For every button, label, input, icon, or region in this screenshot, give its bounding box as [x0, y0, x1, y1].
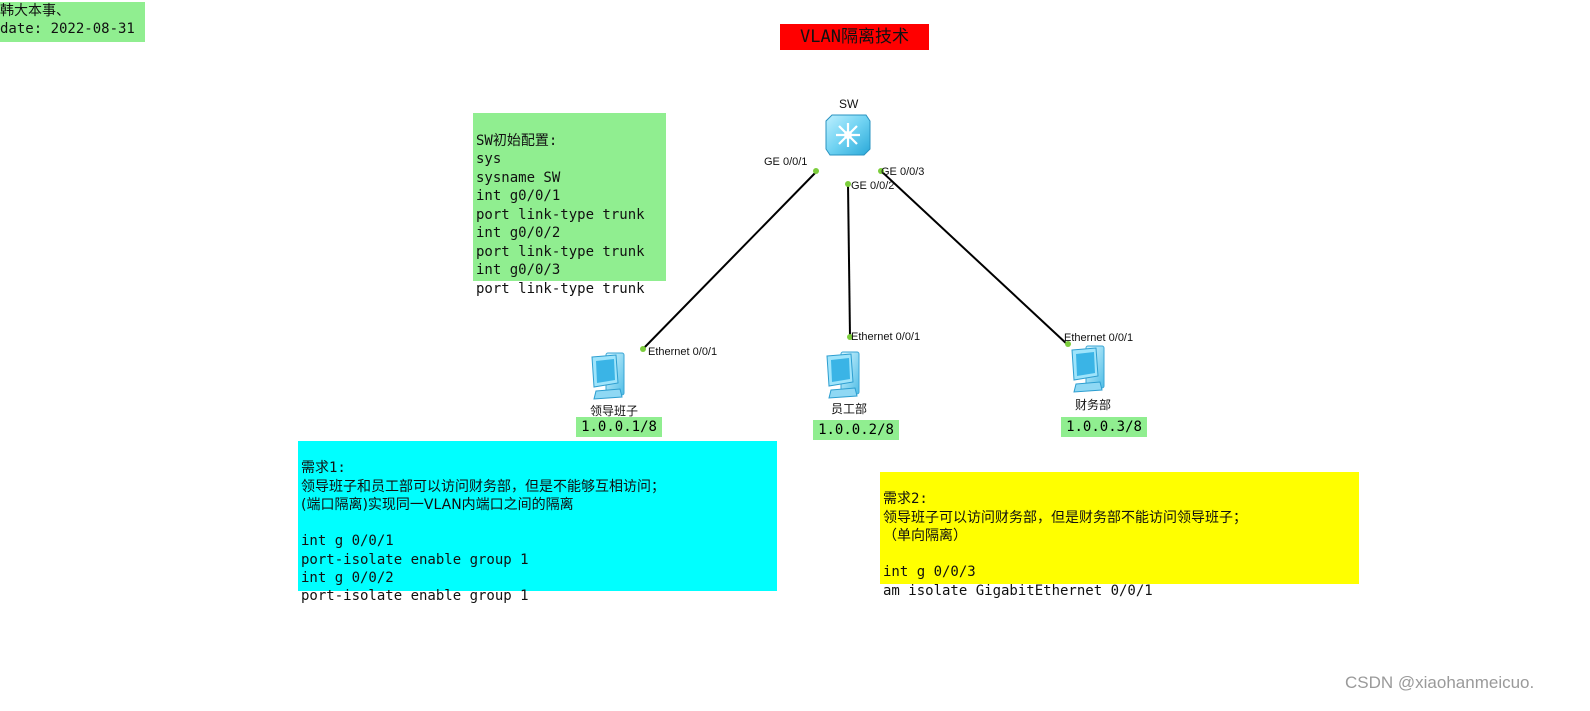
port-dot: [845, 181, 851, 187]
req2-line: int g 0/0/3: [883, 564, 976, 581]
pc-staff-port: Ethernet 0/0/1: [851, 331, 921, 343]
req1-line: int g 0/0/1: [301, 533, 394, 550]
port-label-ge1: GE 0/0/1: [764, 156, 808, 168]
pc-finance-port: Ethernet 0/0/1: [1064, 332, 1134, 344]
config-line: port link-type trunk: [476, 243, 645, 260]
port-dot: [640, 346, 646, 352]
diagram-title: VLAN隔离技术: [780, 24, 929, 50]
switch-name: SW: [839, 97, 859, 111]
requirement-1-note: 需求1:领导班子和员工部可以访问财务部，但是不能够互相访问；(端口隔离)实现同一…: [298, 441, 777, 604]
config-line: int g0/0/1: [476, 188, 561, 204]
link-sw-staff: [847, 183, 851, 338]
author-name: 韩大本事、: [0, 3, 70, 19]
port-dot: [847, 334, 853, 340]
req1-line: port-isolate enable group 1: [301, 551, 529, 568]
pc-staff-ip: 1.0.0.2/8: [813, 420, 899, 440]
config-line: SW初始配置:: [476, 132, 558, 149]
config-line: sysname SW: [476, 169, 561, 186]
watermark: CSDN @xiaohanmeicuo.: [1345, 673, 1535, 692]
config-line: port link-type trunk: [476, 280, 645, 297]
pc-finance-name: 财务部: [1075, 398, 1112, 412]
pc-icon[interactable]: [591, 352, 625, 400]
req2-line: 领导班子可以访问财务部，但是财务部不能访问领导班子；: [883, 509, 1247, 526]
config-line: int g0/0/3: [476, 262, 561, 278]
port-dot: [813, 168, 819, 174]
pc-staff-name: 员工部: [831, 402, 868, 416]
pc-leader-port: Ethernet 0/0/1: [648, 346, 718, 358]
port-dot: [1065, 341, 1071, 347]
link-sw-finance: [879, 169, 1069, 346]
pc-leader-name: 领导班子: [590, 404, 639, 418]
req1-line: 需求1:: [301, 460, 346, 477]
requirement-2-note: 需求2:领导班子可以访问财务部，但是财务部不能访问领导班子；（单向隔离） int …: [880, 472, 1359, 599]
switch-icon[interactable]: [825, 114, 871, 156]
req2-line: am isolate GigabitEthernet 0/0/1: [883, 582, 1153, 599]
req2-line: （单向隔离）: [883, 527, 967, 544]
port-label-ge3: GE 0/0/3: [881, 166, 925, 178]
link-sw-leader: [641, 169, 819, 351]
req1-line: (端口隔离)实现同一VLAN内端口之间的隔离: [301, 496, 574, 513]
config-line: port link-type trunk: [476, 206, 645, 223]
pc-finance-ip: 1.0.0.3/8: [1061, 417, 1147, 437]
config-line: int g0/0/2: [476, 225, 561, 241]
req1-line: 领导班子和员工部可以访问财务部，但是不能够互相访问；: [301, 478, 665, 495]
pc-icon[interactable]: [826, 351, 860, 399]
port-label-ge2: GE 0/0/2: [851, 180, 895, 192]
pc-icon[interactable]: [1071, 345, 1105, 393]
sw-config-note: SW初始配置: sys sysname SW int g0/0/1 port link-…: [473, 113, 666, 297]
pc-leader-ip: 1.0.0.1/8: [576, 417, 662, 437]
author-note: 韩大本事、 date: 2022-08-31: [0, 2, 145, 42]
req1-line: port-isolate enable group 1: [301, 588, 529, 605]
author-date: date: 2022-08-31: [0, 21, 135, 37]
config-line: sys: [476, 151, 502, 167]
req2-line: 需求2:: [883, 491, 928, 508]
req1-line: int g 0/0/2: [301, 570, 394, 587]
port-dot: [878, 168, 884, 174]
